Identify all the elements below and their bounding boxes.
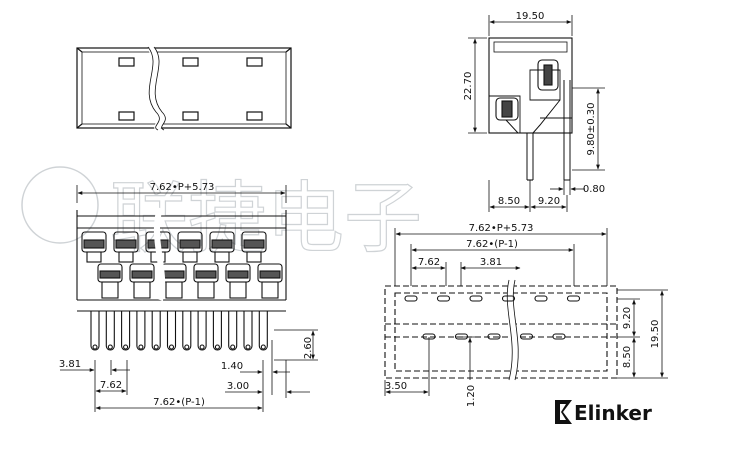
upper-clamp bbox=[81, 231, 107, 263]
dim-side-22-70: 22.70 bbox=[463, 72, 474, 101]
pin bbox=[121, 311, 131, 351]
footprint-slot bbox=[552, 333, 566, 340]
footprint-slot bbox=[404, 295, 418, 302]
pin bbox=[90, 311, 100, 351]
dimension-labels: 7.62•P+5.73 7.62•(P-1) 7.62 3.81 1.40 3.… bbox=[59, 11, 661, 408]
dim-left-3-00: 3.00 bbox=[227, 381, 249, 392]
dim-left-3-81: 3.81 bbox=[59, 359, 81, 370]
dim-side-0-80: 0.80 bbox=[583, 184, 605, 195]
upper-clamp bbox=[209, 231, 235, 263]
top-view bbox=[76, 44, 292, 134]
dim-fp-formula: 7.62•P+5.73 bbox=[469, 223, 534, 234]
footprint-slot bbox=[519, 333, 534, 340]
dim-fp-3-81: 3.81 bbox=[480, 257, 502, 268]
dim-side-19-50: 19.50 bbox=[516, 11, 545, 22]
brand-name: Elinker bbox=[574, 401, 652, 425]
upper-clamp bbox=[241, 231, 267, 263]
lower-clamp bbox=[129, 263, 155, 299]
pin bbox=[105, 311, 115, 351]
footprint-view bbox=[384, 279, 618, 381]
pin bbox=[182, 311, 192, 351]
dim-fp-8-50: 8.50 bbox=[622, 346, 633, 368]
dim-fp-3-50: 3.50 bbox=[385, 381, 407, 392]
pin bbox=[243, 311, 253, 351]
lower-clamp bbox=[225, 263, 251, 299]
dim-left-2-60: 2.60 bbox=[303, 337, 314, 359]
dim-left-1-40: 1.40 bbox=[221, 361, 243, 372]
dim-fp-pitch: 7.62•(P-1) bbox=[466, 239, 518, 250]
dim-fp-9-20: 9.20 bbox=[622, 307, 633, 329]
pin bbox=[197, 311, 207, 351]
pin bbox=[258, 311, 268, 351]
pin bbox=[228, 311, 238, 351]
footprint-slot bbox=[501, 295, 516, 302]
dimension-lines bbox=[60, 15, 668, 412]
footprint-slot bbox=[487, 333, 501, 340]
footprint-slot bbox=[454, 333, 469, 340]
dim-fp-19-50: 19.50 bbox=[650, 320, 661, 349]
pin bbox=[136, 311, 146, 351]
footprint-slot bbox=[566, 295, 581, 302]
dim-left-formula: 7.62•P+5.73 bbox=[150, 182, 215, 193]
dim-left-pitch: 7.62•(P-1) bbox=[153, 397, 205, 408]
front-view bbox=[76, 207, 287, 351]
footprint-slot bbox=[436, 295, 451, 302]
dim-fp-7-62: 7.62 bbox=[418, 257, 440, 268]
pin bbox=[166, 311, 177, 351]
lower-clamp bbox=[97, 263, 123, 299]
dim-side-9-20: 9.20 bbox=[538, 196, 560, 207]
upper-clamp bbox=[177, 231, 203, 263]
side-view bbox=[488, 37, 573, 181]
dim-fp-1-20: 1.20 bbox=[466, 385, 477, 407]
lower-clamp bbox=[193, 263, 219, 299]
dim-side-8-50: 8.50 bbox=[498, 196, 520, 207]
footprint-slot bbox=[534, 295, 548, 302]
brand-logo-mark bbox=[555, 400, 572, 424]
lower-clamp bbox=[257, 263, 283, 299]
dim-left-7-62: 7.62 bbox=[100, 380, 122, 391]
lower-clamp bbox=[161, 263, 187, 299]
brand-logo: Elinker bbox=[555, 400, 652, 425]
dim-side-9-80: 9.80±0.30 bbox=[586, 103, 597, 156]
pin bbox=[212, 311, 222, 351]
footprint-slot bbox=[469, 295, 483, 302]
pin bbox=[151, 311, 161, 351]
upper-clamp bbox=[113, 231, 139, 263]
